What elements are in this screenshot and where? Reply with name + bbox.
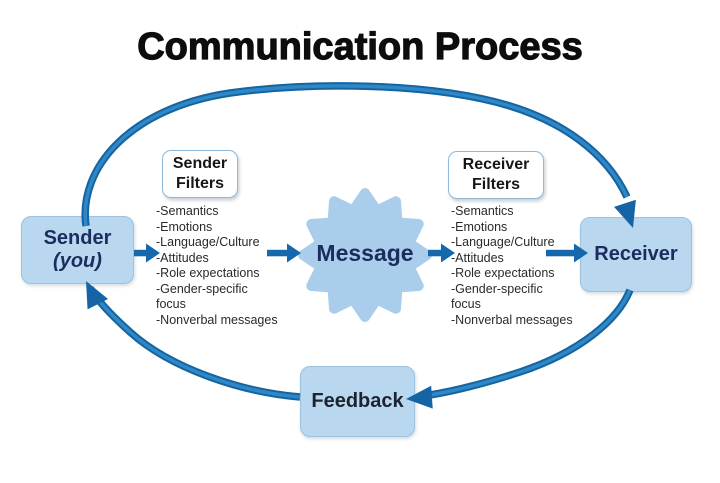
- receiver-filters-heading-box: Receiver Filters: [448, 151, 544, 199]
- list-item: -Emotions: [451, 219, 508, 234]
- list-item: -Attitudes: [451, 250, 504, 265]
- list-item: -Language/Culture: [451, 235, 555, 249]
- sender-filters-list: -Semantics -Emotions -Language/Culture -…: [156, 204, 278, 328]
- list-item: -Nonverbal messages: [156, 312, 278, 327]
- list-item: -Semantics: [451, 204, 514, 218]
- list-item: -Emotions: [156, 219, 213, 234]
- receiver-node: Receiver: [580, 217, 692, 292]
- list-item: focus: [156, 297, 186, 311]
- list-item: -Gender-specific: [156, 281, 248, 296]
- message-label: Message: [316, 240, 414, 266]
- receiver-label: Receiver: [594, 243, 678, 265]
- list-item: -Attitudes: [156, 250, 209, 265]
- receiver-filters-heading: Receiver Filters: [462, 156, 530, 193]
- list-item: focus: [451, 297, 481, 311]
- sender-filters-heading-box: Sender Filters: [162, 150, 238, 198]
- sender-filters-heading: Sender Filters: [172, 155, 228, 192]
- message-starburst-shape: [298, 188, 432, 322]
- list-item: -Language/Culture: [156, 235, 260, 249]
- list-item: -Semantics: [156, 204, 219, 218]
- list-item: -Role expectations: [156, 266, 260, 280]
- list-item: -Gender-specific: [451, 281, 543, 296]
- feedback-label: Feedback: [311, 390, 404, 412]
- sender-node: Sender (you): [21, 216, 134, 284]
- sender-sublabel: (you): [53, 250, 102, 272]
- list-item: -Nonverbal messages: [451, 312, 573, 327]
- page-title: Communication Process: [137, 25, 584, 68]
- list-item: -Role expectations: [451, 266, 555, 280]
- sender-label: Sender: [43, 227, 112, 249]
- receiver-filters-list: -Semantics -Emotions -Language/Culture -…: [451, 204, 573, 328]
